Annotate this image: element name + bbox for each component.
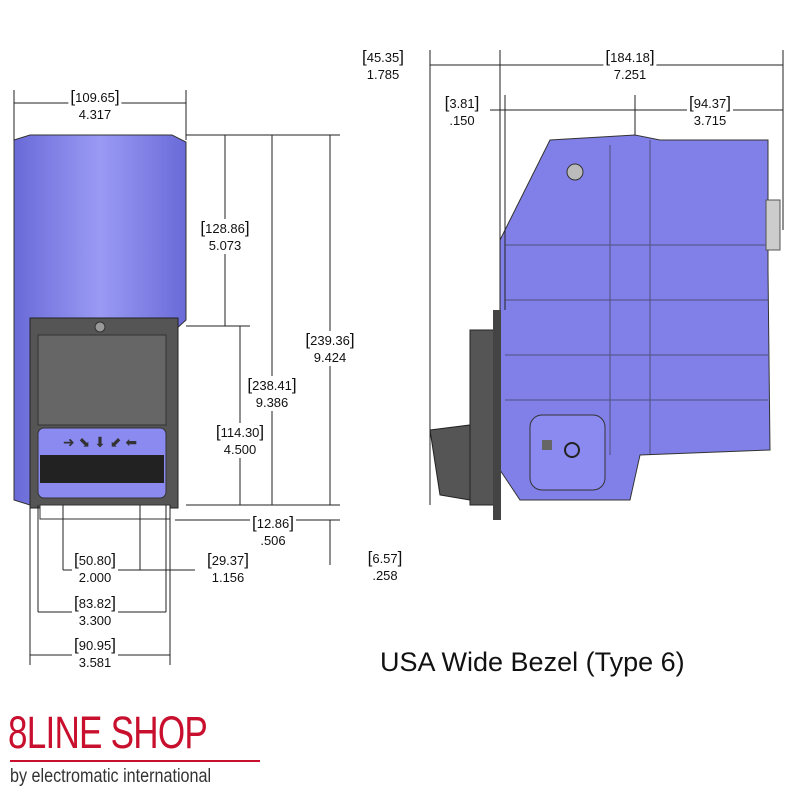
dimension-bezel-width: 90.953.581: [71, 636, 119, 671]
dimension-total-height: 239.369.424: [303, 331, 357, 366]
dim-mm: 50.80: [74, 551, 116, 569]
dim-inch: 3.300: [78, 613, 112, 628]
dimension-hole-spacing: 50.802.000: [71, 551, 119, 586]
dim-mm: 109.65: [70, 88, 119, 106]
dimension-total-depth: 184.187.251: [603, 48, 657, 83]
dim-mm: 90.95: [74, 636, 116, 654]
side-view: [429, 134, 781, 520]
dimension-front-depth: 45.351.785: [359, 48, 407, 83]
dim-inch: 2.000: [78, 570, 112, 585]
dim-inch: 3.581: [78, 655, 112, 670]
arrows-icon: ➜ ⬊ ⬇ ⬋ ⬅: [63, 434, 137, 450]
brand-tagline: by electromatic international: [10, 766, 212, 787]
dim-inch: 1.156: [211, 570, 245, 585]
front-view: ➜ ⬊ ⬇ ⬋ ⬅: [13, 134, 187, 520]
dim-inch: 7.251: [613, 67, 647, 82]
dim-mm: 94.37: [689, 94, 731, 112]
dim-inch: 4.317: [78, 107, 112, 122]
dim-inch: .506: [260, 533, 286, 548]
dim-mm: 45.35: [362, 48, 404, 66]
dim-inch: 1.785: [366, 67, 400, 82]
dimension-bottom-offset: 12.86.506: [249, 514, 297, 549]
dim-inch: .150: [449, 113, 475, 128]
dim-inch: 9.424: [313, 350, 347, 365]
dimension-flange-thickness: 3.81.150: [442, 94, 482, 129]
dim-mm: 29.37: [207, 551, 249, 569]
dimension-bezel-height: 114.304.500: [213, 423, 267, 458]
dim-mm: 239.36: [305, 331, 354, 349]
dim-inch: 3.715: [693, 113, 727, 128]
dimension-hole-offset: 29.371.156: [204, 551, 252, 586]
dimension-upper-height: 128.865.073: [198, 219, 252, 254]
dim-mm: 83.82: [74, 594, 116, 612]
diagram-title: USA Wide Bezel (Type 6): [380, 647, 685, 677]
brand-logo: 8LINE SHOP: [8, 707, 208, 758]
dim-mm: 128.86: [200, 219, 249, 237]
dim-inch: 9.386: [255, 395, 289, 410]
logo-underline: [10, 760, 260, 762]
dim-inch: .258: [372, 568, 398, 583]
dim-mm: 3.81: [445, 94, 480, 112]
dim-inch: 4.500: [223, 442, 257, 457]
dim-mm: 114.30: [216, 423, 264, 441]
dim-mm: 238.41: [247, 376, 296, 394]
dim-mm: 184.18: [605, 48, 654, 66]
dim-mm: 6.57: [368, 549, 403, 567]
dimension-inner-width: 83.823.300: [71, 594, 119, 629]
dimension-body-height: 238.419.386: [245, 376, 299, 411]
dimension-tab-height: 6.57.258: [365, 549, 405, 584]
dim-mm: 12.86: [252, 514, 294, 532]
dimension-width: 109.654.317: [68, 88, 122, 123]
dim-inch: 5.073: [208, 238, 242, 253]
dimension-rear-depth: 94.373.715: [686, 94, 734, 129]
